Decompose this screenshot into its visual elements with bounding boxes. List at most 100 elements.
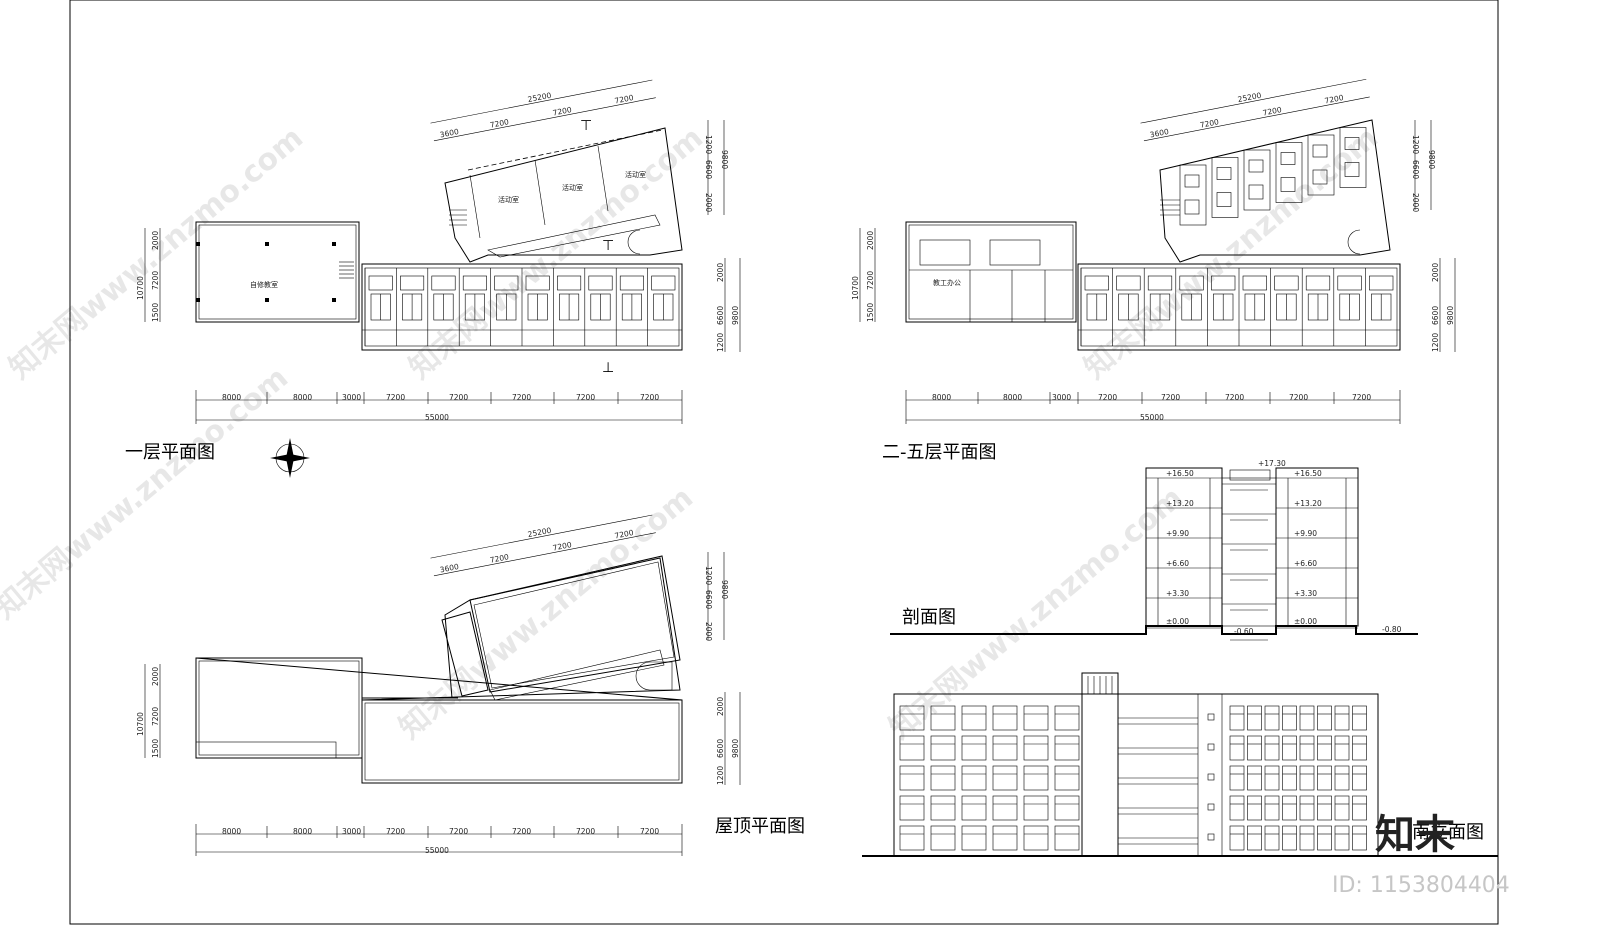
svg-text:1200: 1200 (716, 333, 725, 352)
svg-text:+9.90: +9.90 (1294, 529, 1317, 538)
svg-text:3000: 3000 (342, 827, 361, 836)
image-id: ID: 1153804404 (1332, 873, 1510, 898)
svg-text:1200: 1200 (716, 766, 725, 785)
svg-text:+16.50: +16.50 (1166, 469, 1194, 478)
svg-text:2000: 2000 (1411, 193, 1420, 212)
activity-room-3: 活动室 (625, 170, 646, 179)
svg-text:6600: 6600 (704, 160, 713, 179)
activity-wing (444, 127, 683, 263)
svg-text:6600: 6600 (716, 739, 725, 758)
svg-text:知末网www.znzmo.com: 知末网www.znzmo.com (0, 360, 295, 626)
svg-text:-0.80: -0.80 (1382, 625, 1402, 634)
svg-text:7200: 7200 (640, 827, 659, 836)
reading-room-label: 自修教室 (250, 280, 278, 289)
svg-text:55000: 55000 (425, 846, 449, 855)
svg-text:7200: 7200 (576, 827, 595, 836)
svg-text:7200: 7200 (386, 827, 405, 836)
svg-text:⊤: ⊤ (602, 238, 614, 254)
svg-text:7200: 7200 (1225, 393, 1244, 402)
svg-text:55000: 55000 (1140, 413, 1164, 422)
south-elevation (862, 672, 1498, 857)
svg-text:2000: 2000 (1431, 263, 1440, 282)
svg-text:7200: 7200 (614, 93, 635, 106)
svg-text:9800: 9800 (720, 150, 729, 169)
floors-2-5-title: 二-五层平面图 (882, 442, 997, 463)
svg-text:7200: 7200 (1289, 393, 1308, 402)
svg-text:7200: 7200 (449, 827, 468, 836)
svg-text:2000: 2000 (704, 622, 713, 641)
svg-text:+3.30: +3.30 (1166, 589, 1189, 598)
first-floor-title: 一层平面图 (125, 442, 215, 463)
svg-text:7200: 7200 (866, 271, 875, 290)
roof-plan (195, 555, 683, 784)
svg-text:7200: 7200 (489, 117, 510, 130)
roof-dims: 8000 8000 3000 7200 7200 7200 7200 7200 … (136, 514, 741, 856)
svg-text:7200: 7200 (1098, 393, 1117, 402)
svg-text:7200: 7200 (1352, 393, 1371, 402)
dim-7200-a: 7200 (386, 393, 405, 402)
svg-text:7200: 7200 (512, 827, 531, 836)
svg-text:2000: 2000 (151, 231, 160, 250)
svg-text:2000: 2000 (151, 667, 160, 686)
svg-text:1500: 1500 (151, 303, 160, 322)
svg-text:9800: 9800 (731, 739, 740, 758)
svg-text:⊥: ⊥ (602, 360, 614, 376)
section-title: 剖面图 (902, 607, 956, 628)
svg-text:+6.60: +6.60 (1294, 559, 1317, 568)
office-block (905, 221, 1077, 323)
svg-text:知末网www.znzmo.com: 知末网www.znzmo.com (3, 120, 310, 386)
dim-8000-a: 8000 (222, 393, 241, 402)
svg-text:6600: 6600 (704, 590, 713, 609)
svg-text:2000: 2000 (716, 697, 725, 716)
watermark-layer: 知末网www.znzmo.com 知末网www.znzmo.com 知末网www… (0, 120, 1385, 746)
svg-text:10700: 10700 (136, 712, 145, 736)
first-floor-dims: 8000 8000 3000 7200 7200 7200 7200 7200 … (136, 79, 741, 424)
first-floor-plan: 自修教室 活动室 活动室 活动室 ⊤ ⊤ ⊥ (195, 118, 683, 376)
svg-text:8000: 8000 (293, 827, 312, 836)
svg-text:9800: 9800 (731, 306, 740, 325)
svg-text:7200: 7200 (1262, 105, 1283, 118)
svg-text:7200: 7200 (489, 552, 510, 565)
svg-text:7200: 7200 (1161, 393, 1180, 402)
svg-text:3600: 3600 (439, 127, 460, 140)
svg-text:+13.20: +13.20 (1294, 499, 1322, 508)
roof-low-block (195, 657, 363, 759)
brand-logo: 知末 (1375, 812, 1455, 858)
svg-text:2000: 2000 (704, 193, 713, 212)
svg-text:±0.00: ±0.00 (1294, 617, 1317, 626)
svg-text:9800: 9800 (720, 580, 729, 599)
svg-text:+9.90: +9.90 (1166, 529, 1189, 538)
svg-text:2000: 2000 (866, 231, 875, 250)
svg-text:7200: 7200 (151, 271, 160, 290)
dim-55000: 55000 (425, 413, 449, 422)
svg-text:7200: 7200 (151, 707, 160, 726)
roof-strip (361, 699, 683, 784)
svg-text:7200: 7200 (552, 540, 573, 553)
svg-text:9800: 9800 (1427, 150, 1436, 169)
roof-wing (469, 555, 681, 693)
section-drawing: +16.50 +16.50 +17.30 +13.20 +13.20 +9.90… (890, 459, 1418, 641)
svg-text:3600: 3600 (1149, 127, 1170, 140)
compass-rose-icon (270, 438, 310, 478)
svg-text:7200: 7200 (1324, 93, 1345, 106)
svg-text:6600: 6600 (716, 306, 725, 325)
svg-text:+17.30: +17.30 (1258, 459, 1286, 468)
floors-2-5-plan: 教工办公 (905, 119, 1401, 351)
activity-room-2: 活动室 (562, 183, 583, 192)
floors-2-5-dims: 8000 8000 3000 7200 7200 7200 7200 7200 … (851, 78, 1456, 424)
svg-text:3000: 3000 (1052, 393, 1071, 402)
sheet-border (69, 0, 1499, 925)
svg-text:9800: 9800 (1446, 306, 1455, 325)
dim-3000: 3000 (342, 393, 361, 402)
activity-room-1: 活动室 (498, 195, 519, 204)
svg-text:6600: 6600 (1411, 160, 1420, 179)
svg-text:7200: 7200 (552, 105, 573, 118)
svg-text:2000: 2000 (716, 263, 725, 282)
dormitory-strip-upper (1077, 263, 1401, 351)
dim-7200-e: 7200 (640, 393, 659, 402)
svg-text:±0.00: ±0.00 (1166, 617, 1189, 626)
svg-text:+13.20: +13.20 (1166, 499, 1194, 508)
svg-text:⊤: ⊤ (580, 118, 592, 134)
elevation-title: 南立面图 (1412, 822, 1484, 843)
svg-text:-0.60: -0.60 (1234, 627, 1254, 636)
